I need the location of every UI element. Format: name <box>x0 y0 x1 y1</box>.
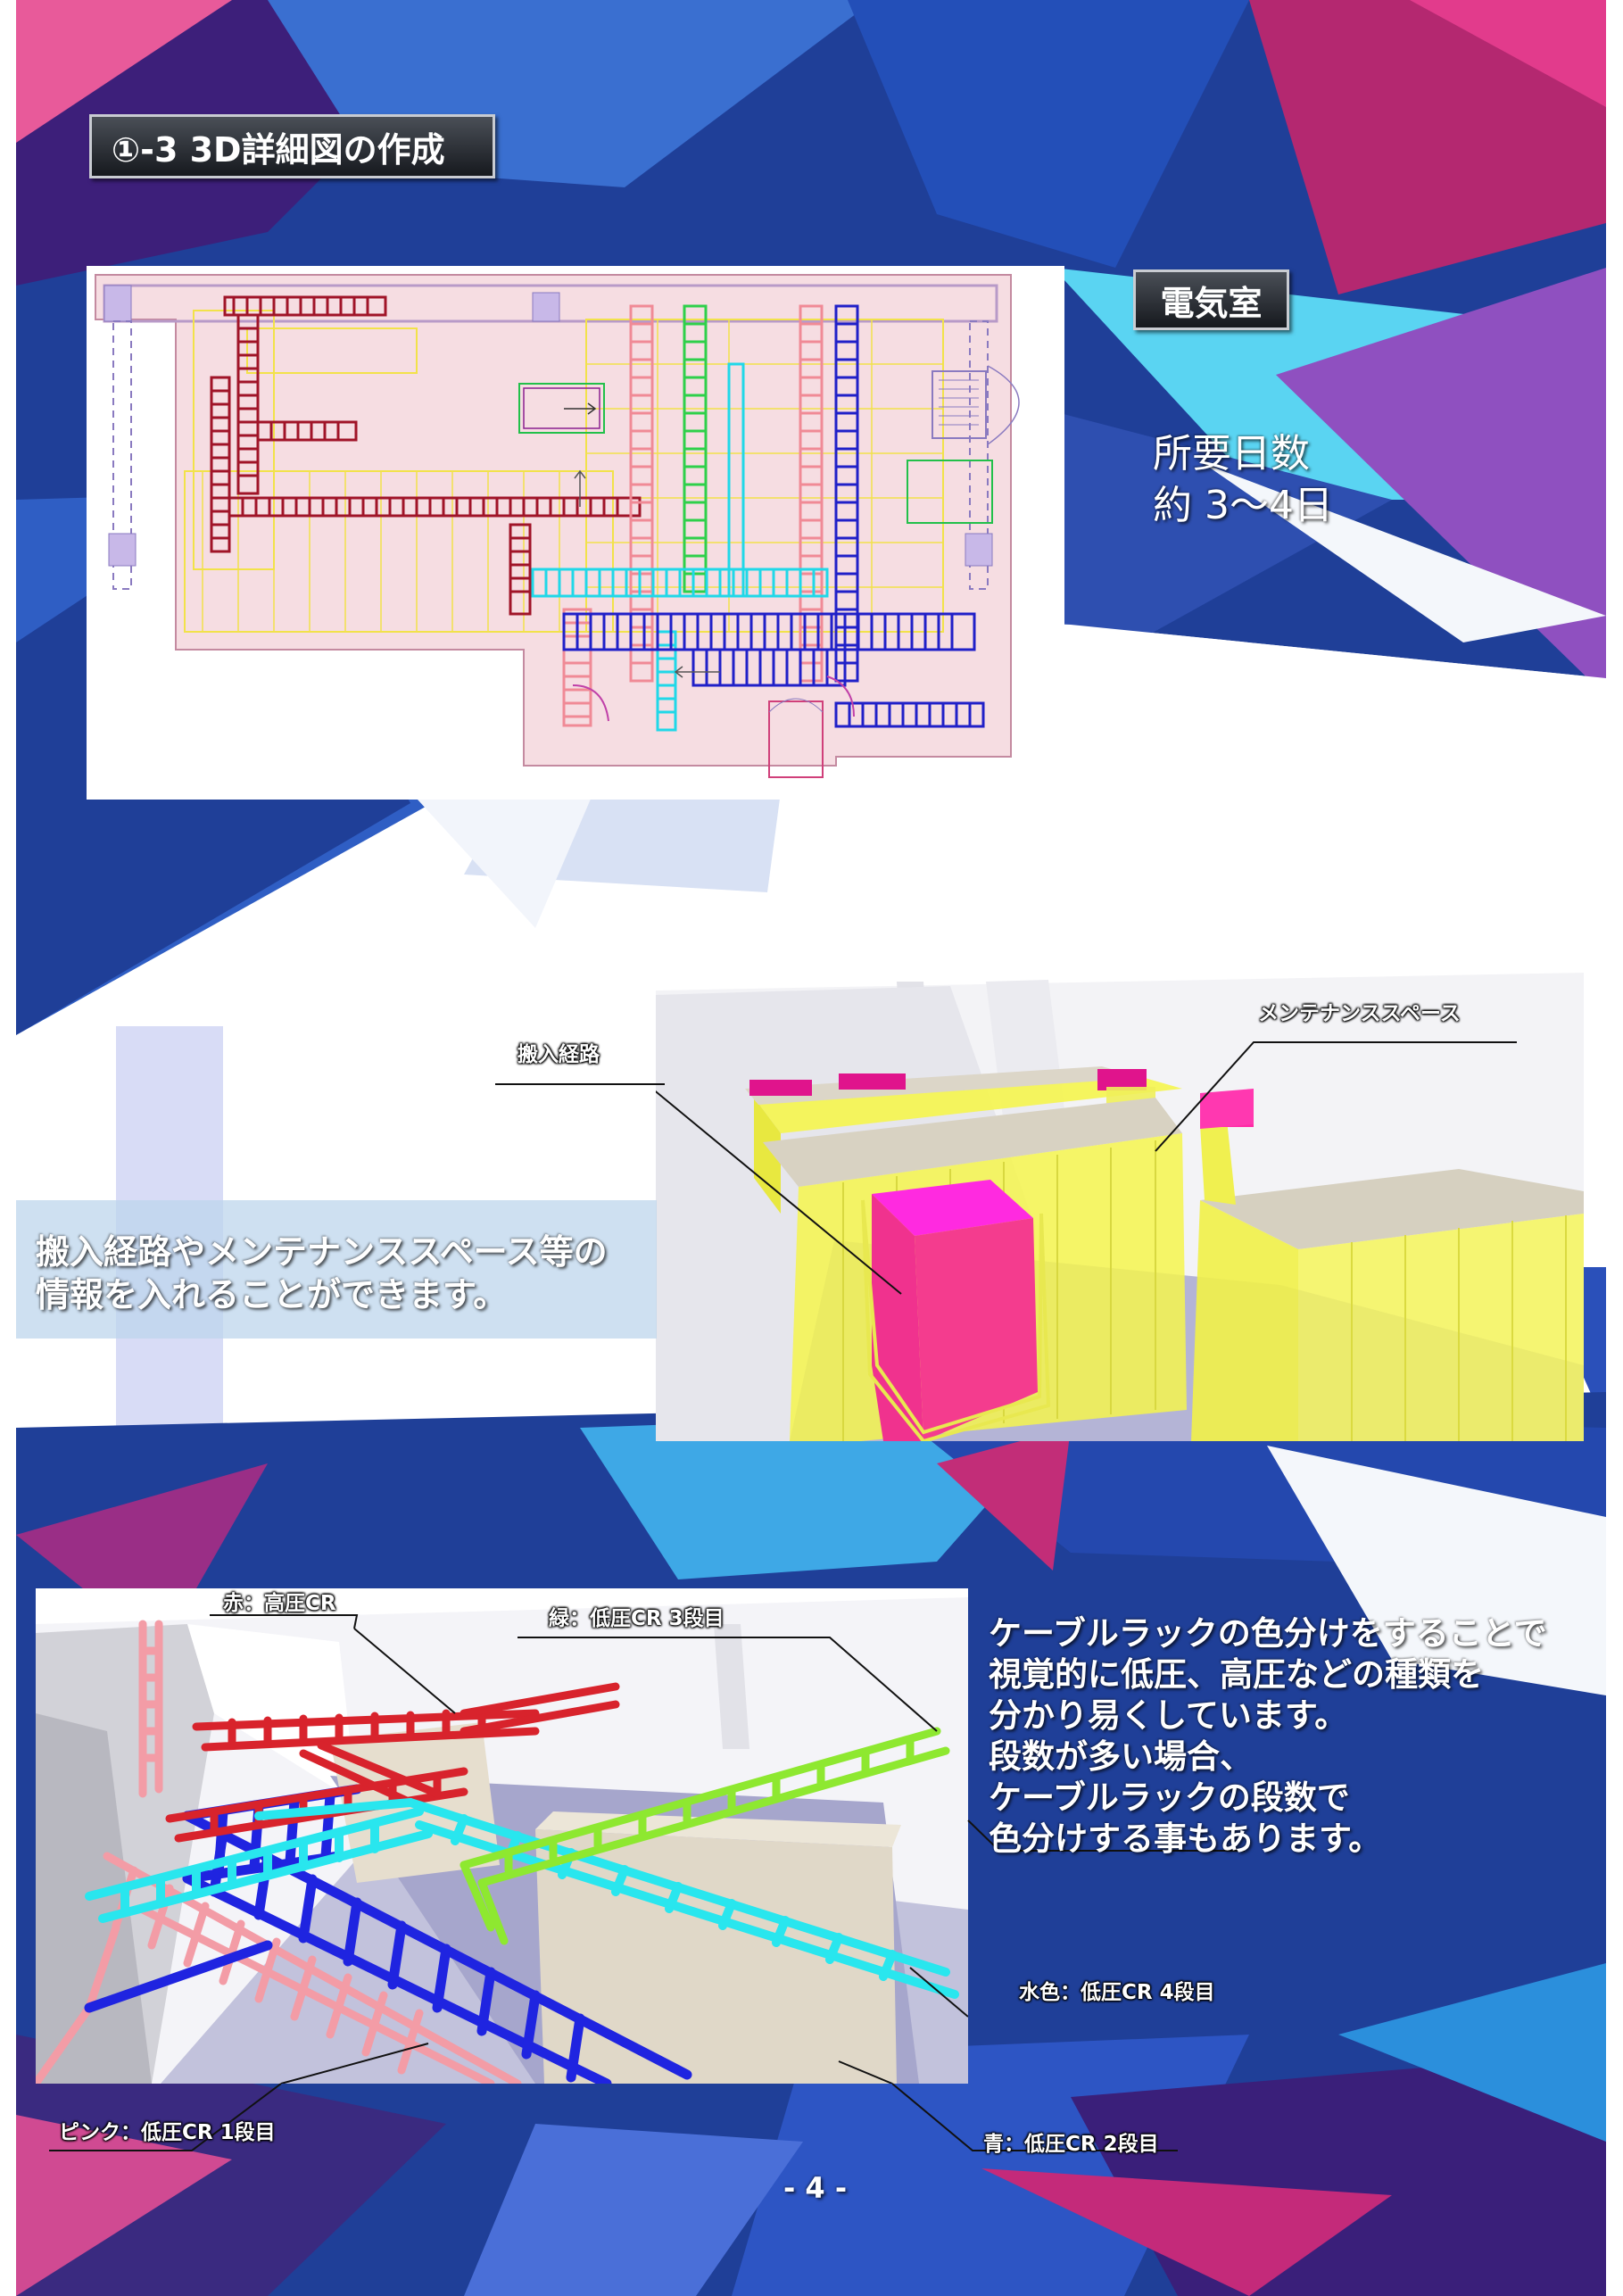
duration-label: 所要日数 <box>1153 431 1310 477</box>
callout-red-high-voltage: 赤：高圧CR <box>223 1592 336 1615</box>
note-racks-line-6: 色分けする事もあります。 <box>989 1819 1382 1858</box>
callout-line-carry-route <box>495 1083 665 1085</box>
render-cable-racks-drawing <box>36 1588 968 2084</box>
callout-cyan-4th-tier: 水色：低圧CR 4段目 <box>1019 1981 1215 2004</box>
render-cable-racks <box>36 1588 968 2084</box>
callout-carry-route: 搬入経路 <box>518 1043 600 1066</box>
callout-lines-racks <box>49 1614 1245 2151</box>
note-racks-line-5: ケーブルラックの段数で <box>989 1778 1350 1817</box>
note-racks-line-3: 分かり易くしています。 <box>989 1696 1348 1735</box>
duration-value: 約 3〜4日 <box>1153 483 1333 528</box>
room-badge: 電気室 <box>1133 269 1289 330</box>
note-racks-line-2: 視覚的に低圧、高圧などの種類を <box>989 1655 1484 1694</box>
note-maintenance-line-2: 情報を入れることができます。 <box>36 1275 508 1314</box>
note-box-maintenance <box>16 1200 657 1339</box>
callout-green-3rd-tier: 緑：低圧CR 3段目 <box>549 1607 725 1630</box>
room-name: 電気室 <box>1160 283 1263 323</box>
note-racks-line-4: 段数が多い場合、 <box>989 1737 1253 1776</box>
render-maintenance-drawing <box>656 946 1584 1441</box>
section-title: ①-3 3D詳細図の作成 <box>112 129 445 170</box>
floor-plan-figure <box>87 266 1064 800</box>
section-title-badge: ①-3 3D詳細図の作成 <box>89 114 495 178</box>
render-maintenance-space <box>656 946 1584 1441</box>
callout-pink-1st-tier: ピンク：低圧CR 1段目 <box>59 2121 276 2144</box>
floor-plan-drawing <box>95 274 1020 778</box>
page-number: - 4 - <box>783 2171 848 2205</box>
callout-maintenance-space: メンテナンススペース <box>1258 1002 1461 1025</box>
note-maintenance-line-1: 搬入経路やメンテナンススペース等の <box>36 1232 608 1272</box>
callout-blue-2nd-tier: 青：低圧CR 2段目 <box>983 2133 1159 2156</box>
note-racks-line-1: ケーブルラックの色分けをすることで <box>989 1614 1547 1653</box>
